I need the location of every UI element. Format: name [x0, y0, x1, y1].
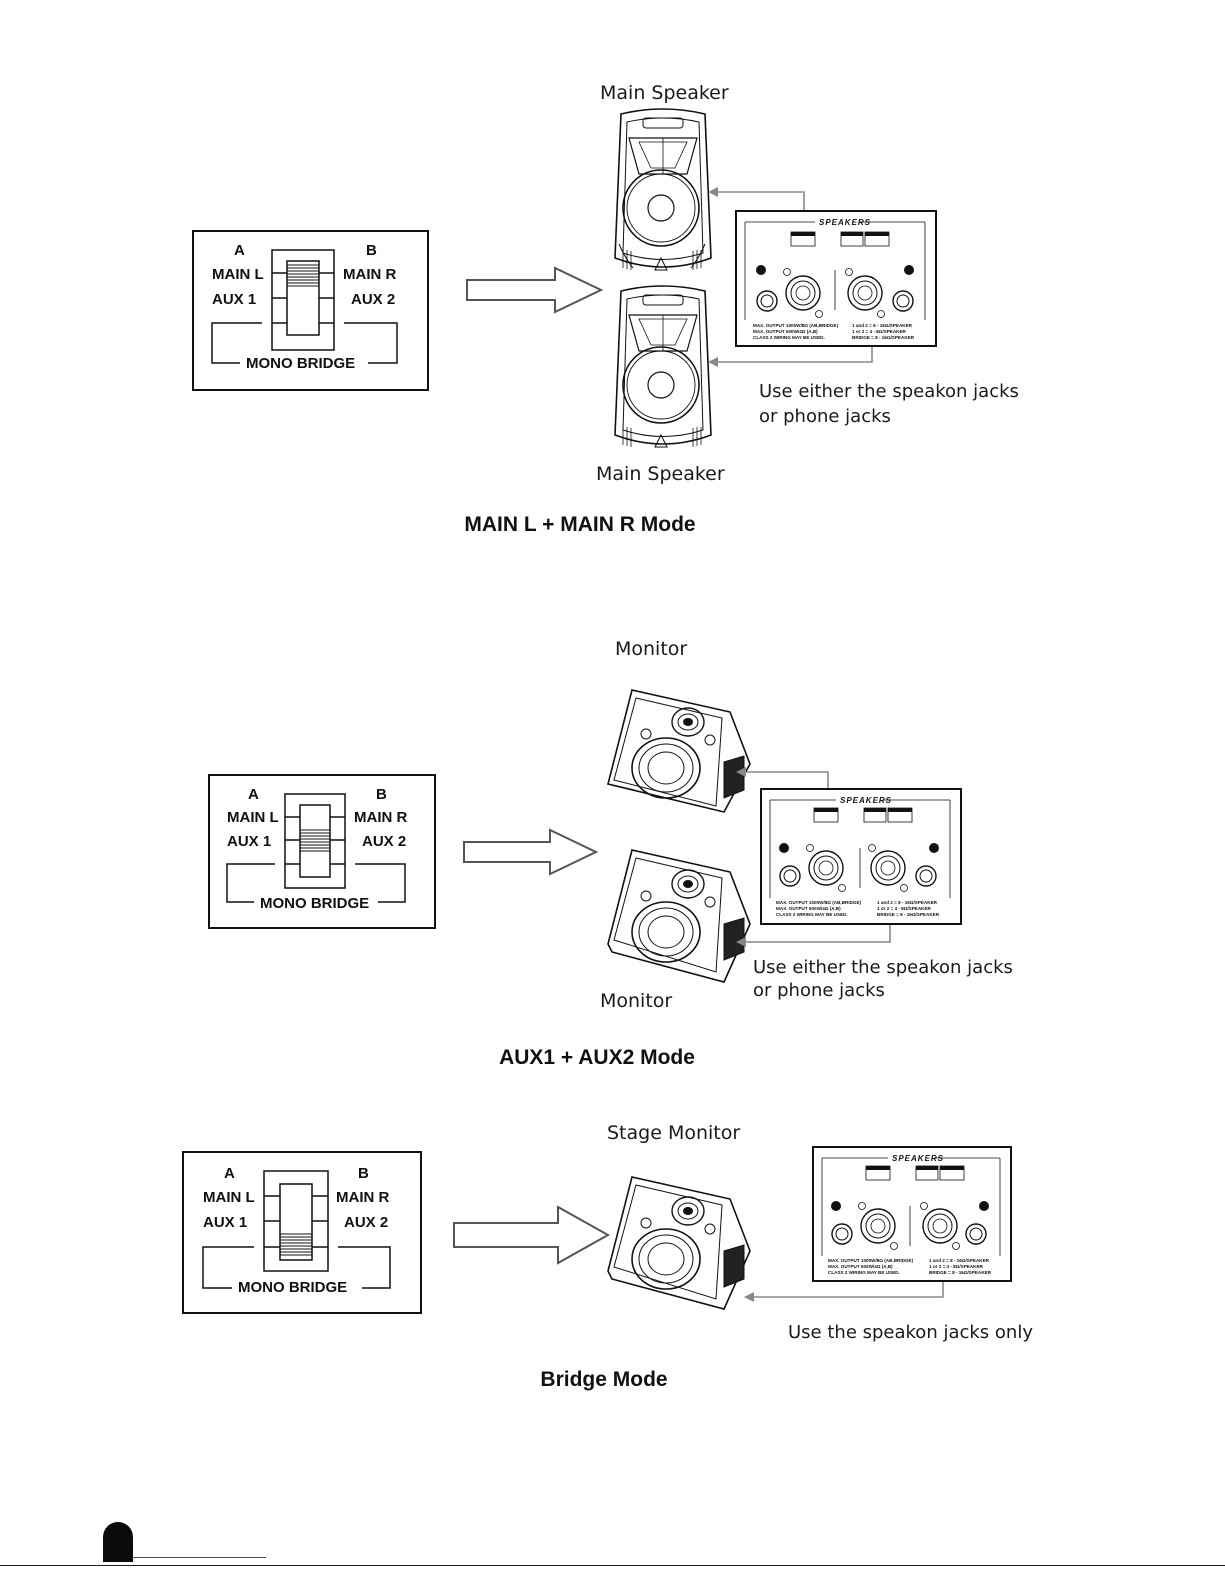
panel-graphic [821, 1157, 1001, 1256]
switch-label-main-r: MAIN R [354, 809, 408, 826]
monitor-label-top: Monitor [615, 638, 688, 660]
panel-left-text-1: MAX. OUTPUT 1000W/8Ω (AB,BRIDGE) [753, 323, 839, 328]
panel-left-text-3: CLASS 2 WIRING MAY BE USED. [828, 1270, 900, 1275]
switch-label-main-l: MAIN L [203, 1189, 255, 1206]
panel-title: SPEAKERS [819, 218, 872, 227]
switch-label-main-l: MAIN L [227, 809, 279, 826]
switch-label-main-l: MAIN L [212, 266, 264, 283]
page-tab-marker [103, 1522, 133, 1562]
mode-switch-graphic [226, 793, 406, 903]
speaker-output-panel: SPEAKERS [812, 1146, 1012, 1282]
note-line-1: Use either the speakon jacks [759, 381, 1019, 402]
connector-lines [744, 1279, 944, 1302]
mode-caption-main: MAIN L + MAIN R Mode [464, 513, 696, 536]
monitor-label-bottom: Monitor [600, 990, 673, 1012]
note-line-2: or phone jacks [759, 406, 891, 427]
switch-label-aux1: AUX 1 [212, 291, 257, 308]
panel-left-text-3: CLASS 2 WIRING MAY BE USED. [753, 335, 825, 340]
panel-left-text-2: MAX. OUTPUT 500W/4Ω (A,B) [753, 329, 818, 334]
switch-label-aux1: AUX 1 [227, 833, 272, 850]
mode-switch-graphic [211, 249, 398, 364]
switch-label-b: B [376, 786, 387, 803]
panel-right-text-1: 1 and 2 = 8 - 16Ω/SPEAKER [877, 900, 937, 905]
switch-label-mono-bridge: MONO BRIDGE [246, 355, 356, 372]
switch-label-main-r: MAIN R [336, 1189, 390, 1206]
mode-caption-bridge: Bridge Mode [540, 1368, 668, 1391]
panel-right-text-3: BRIDGE = 8 - 16Ω/SPEAKER [852, 335, 915, 340]
stage-monitor-top [607, 689, 751, 813]
note-line-2: or phone jacks [753, 980, 885, 1001]
panel-left-text-1: MAX. OUTPUT 1000W/8Ω (AB,BRIDGE) [828, 1258, 914, 1263]
speaker-label-top: Main Speaker [600, 82, 729, 104]
panel-right-text-2: 1 or 2 = 4 - 8Ω/SPEAKER [929, 1264, 983, 1269]
panel-graphic [769, 799, 951, 898]
switch-label-a: A [248, 786, 259, 803]
switch-label-b: B [366, 242, 377, 259]
switch-label-aux2: AUX 2 [344, 1214, 389, 1231]
main-speaker-top [614, 108, 712, 271]
panel-left-text-2: MAX. OUTPUT 500W/4Ω (A,B) [828, 1264, 893, 1269]
switch-label-a: A [234, 242, 245, 259]
panel-graphic [744, 221, 926, 320]
stage-monitor [607, 1176, 751, 1310]
mode-switch-box: A B MAIN L MAIN R AUX 1 AUX 2 MONO BRIDG… [182, 1151, 422, 1314]
switch-label-main-r: MAIN R [343, 266, 397, 283]
stage-monitor-bottom [607, 849, 751, 983]
switch-label-aux2: AUX 2 [351, 291, 396, 308]
mode-caption-aux: AUX1 + AUX2 Mode [499, 1046, 695, 1069]
flow-arrow [463, 828, 599, 876]
switch-label-b: B [358, 1165, 369, 1182]
panel-title: SPEAKERS [840, 796, 893, 805]
page-footer-rule [133, 1557, 266, 1558]
flow-arrow [466, 266, 604, 314]
speaker-output-panel: SPEAKERS [735, 210, 937, 347]
mode-switch-box: A B MAIN L MAIN R AUX 1 AUX 2 MONO BRIDG… [208, 774, 436, 929]
panel-right-text-3: BRIDGE = 8 - 16Ω/SPEAKER [877, 912, 940, 917]
mode-switch-graphic [202, 1170, 391, 1289]
switch-label-aux1: AUX 1 [203, 1214, 248, 1231]
switch-label-mono-bridge: MONO BRIDGE [260, 895, 370, 912]
page-bottom-rule [0, 1565, 1225, 1566]
mode-switch-box: A B MAIN L MAIN R AUX 1 AUX 2 MONO BRIDG… [192, 230, 429, 391]
panel-left-text-2: MAX. OUTPUT 500W/4Ω (A,B) [776, 906, 841, 911]
panel-right-text-1: 1 and 2 = 8 - 16Ω/SPEAKER [929, 1258, 989, 1263]
switch-label-mono-bridge: MONO BRIDGE [238, 1279, 348, 1296]
main-speaker-bottom [614, 285, 712, 448]
panel-left-text-1: MAX. OUTPUT 1000W/8Ω (AB,BRIDGE) [776, 900, 862, 905]
panel-right-text-3: BRIDGE = 8 - 16Ω/SPEAKER [929, 1270, 992, 1275]
bridge-note: Use the speakon jacks only [788, 1322, 1033, 1343]
note-line-1: Use either the speakon jacks [753, 957, 1013, 978]
switch-label-a: A [224, 1165, 235, 1182]
stage-monitor-label: Stage Monitor [607, 1122, 741, 1144]
switch-label-aux2: AUX 2 [362, 833, 407, 850]
panel-right-text-2: 1 or 2 = 4 - 8Ω/SPEAKER [877, 906, 931, 911]
flow-arrow [453, 1205, 611, 1265]
panel-left-text-3: CLASS 2 WIRING MAY BE USED. [776, 912, 848, 917]
speaker-label-bottom: Main Speaker [596, 463, 725, 485]
speaker-output-panel: SPEAKERS [760, 788, 962, 925]
connector-lines [736, 767, 891, 947]
panel-title: SPEAKERS [892, 1154, 945, 1163]
panel-right-text-2: 1 or 2 = 4 - 8Ω/SPEAKER [852, 329, 906, 334]
panel-right-text-1: 1 and 2 = 8 - 16Ω/SPEAKER [852, 323, 912, 328]
